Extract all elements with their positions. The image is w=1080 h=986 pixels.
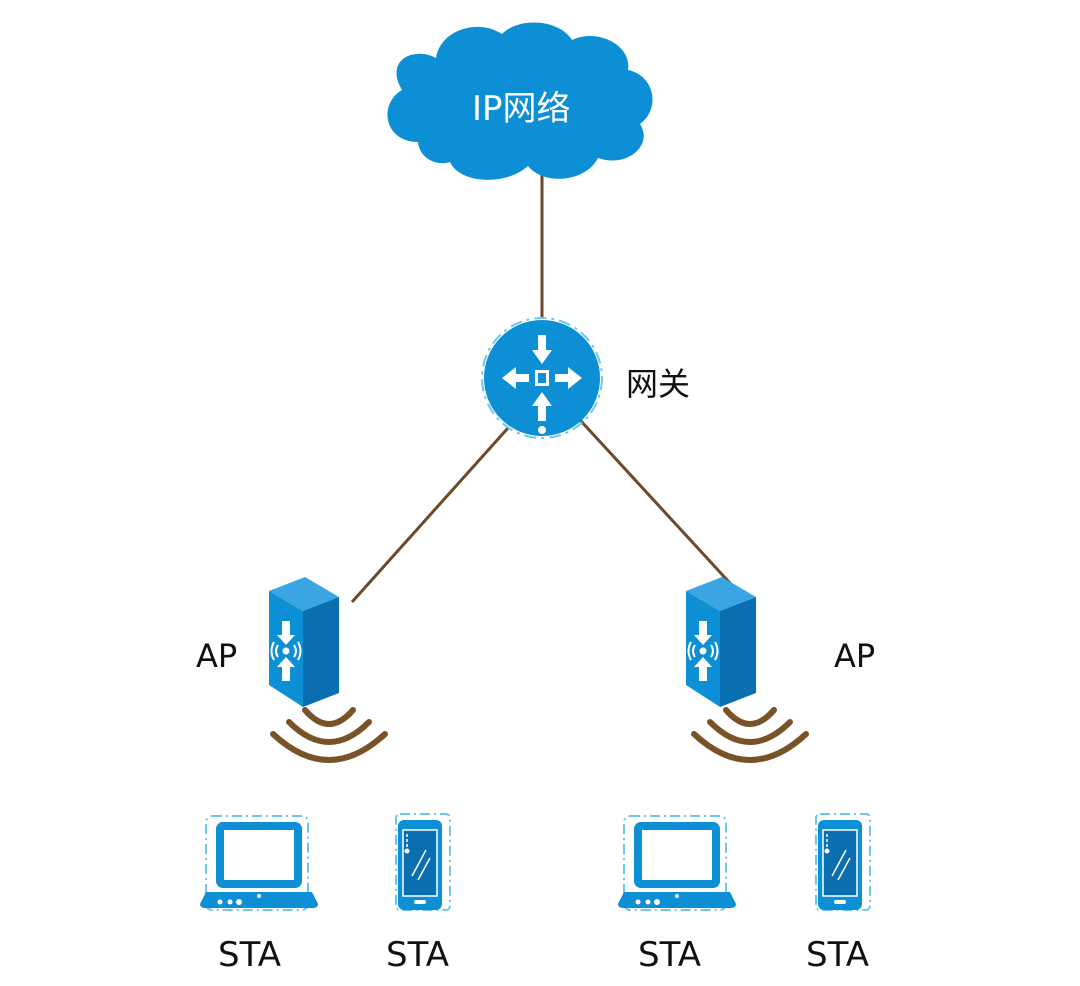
wifi-waves-icon [694, 710, 806, 760]
access-point-icon [268, 576, 340, 708]
sta-label-1: STA [218, 935, 281, 975]
ap-label-left: AP [196, 637, 238, 675]
link-gateway-ap-right [578, 418, 742, 596]
laptop-icon [617, 815, 737, 911]
smartphone-icon [395, 813, 451, 911]
sta-label-2: STA [386, 935, 449, 975]
access-point-icon [685, 576, 757, 708]
ap-label-right: AP [834, 637, 876, 675]
smartphone-icon [815, 813, 871, 911]
link-gateway-ap-left [350, 426, 510, 604]
router-icon [481, 317, 603, 439]
sta-label-4: STA [806, 935, 869, 975]
sta-label-3: STA [638, 935, 701, 975]
laptop-icon [199, 815, 319, 911]
cloud-icon [387, 22, 653, 180]
wifi-waves-icon [273, 710, 385, 760]
network-label: IP网络 [472, 89, 571, 129]
gateway-label: 网关 [626, 365, 691, 403]
